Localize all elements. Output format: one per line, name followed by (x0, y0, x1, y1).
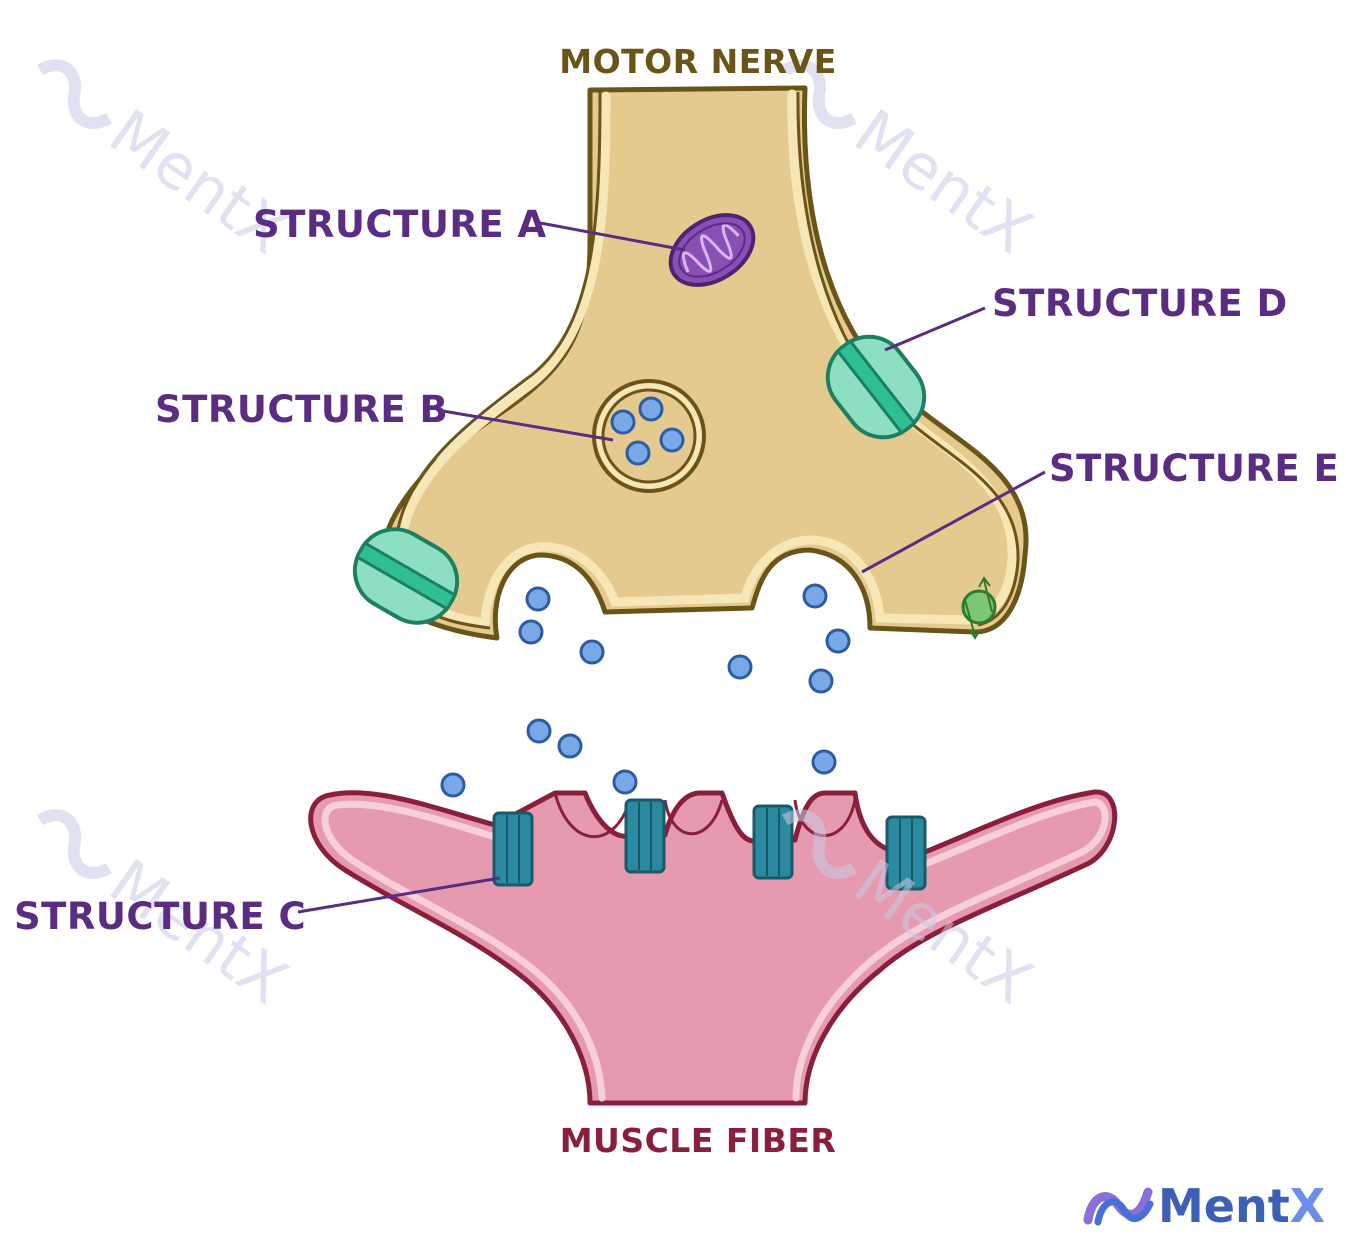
receptor-3 (752, 804, 794, 880)
label-structure-a: STRUCTURE A (253, 203, 547, 246)
leader-lines (297, 220, 1046, 914)
receptor-4 (885, 815, 927, 891)
label-muscle-fiber: MUSCLE FIBER (560, 1121, 837, 1160)
label-structure-d: STRUCTURE D (992, 282, 1288, 325)
acetylcholine-molecule (525, 586, 551, 612)
receptor-1 (492, 811, 534, 887)
acetylcholine-molecule (557, 733, 583, 759)
logo-text-suffix: X (1290, 1179, 1325, 1233)
leader-line-e (861, 470, 1046, 574)
calcium-channel-right (825, 334, 927, 440)
label-structure-c: STRUCTURE C (14, 895, 306, 938)
neurotransmitter-molecules (440, 583, 851, 798)
synaptic-vesicle (592, 379, 706, 493)
leader-line-b (436, 408, 614, 442)
muscle-inner-membrane (321, 798, 1109, 1102)
reuptake-transporter (961, 576, 997, 640)
label-structure-e: STRUCTURE E (1049, 447, 1339, 490)
leader-line-c (297, 876, 501, 914)
leader-line-d (884, 306, 986, 352)
mentx-logo-icon (1083, 1187, 1154, 1226)
acetylcholine-molecule (526, 718, 552, 744)
acetylcholine-molecule (579, 639, 605, 665)
acetylcholine-molecule (518, 619, 544, 645)
logo-text-prefix: Ment (1158, 1179, 1290, 1233)
leader-line-a (534, 220, 686, 252)
label-structure-b: STRUCTURE B (155, 388, 448, 431)
mentx-logo: MentX (1083, 1179, 1325, 1233)
logo-text: MentX (1158, 1179, 1325, 1233)
watermark-text: MentX (842, 95, 1046, 268)
acetylcholine-molecule (727, 654, 753, 680)
motor-nerve-terminal (379, 85, 1029, 641)
label-motor-nerve: MOTOR NERVE (559, 42, 837, 81)
calcium-channel-left (352, 527, 460, 625)
mitochondrion (668, 213, 756, 287)
acetylcholine-molecule (808, 668, 834, 694)
acetylcholine-molecule (440, 772, 466, 798)
acetylcholine-molecule (612, 769, 638, 795)
acetylcholine-molecule (811, 749, 837, 775)
acetylcholine-receptors (492, 798, 927, 891)
acetylcholine-molecule (802, 583, 828, 609)
acetylcholine-molecule (825, 628, 851, 654)
receptor-2 (624, 798, 666, 874)
